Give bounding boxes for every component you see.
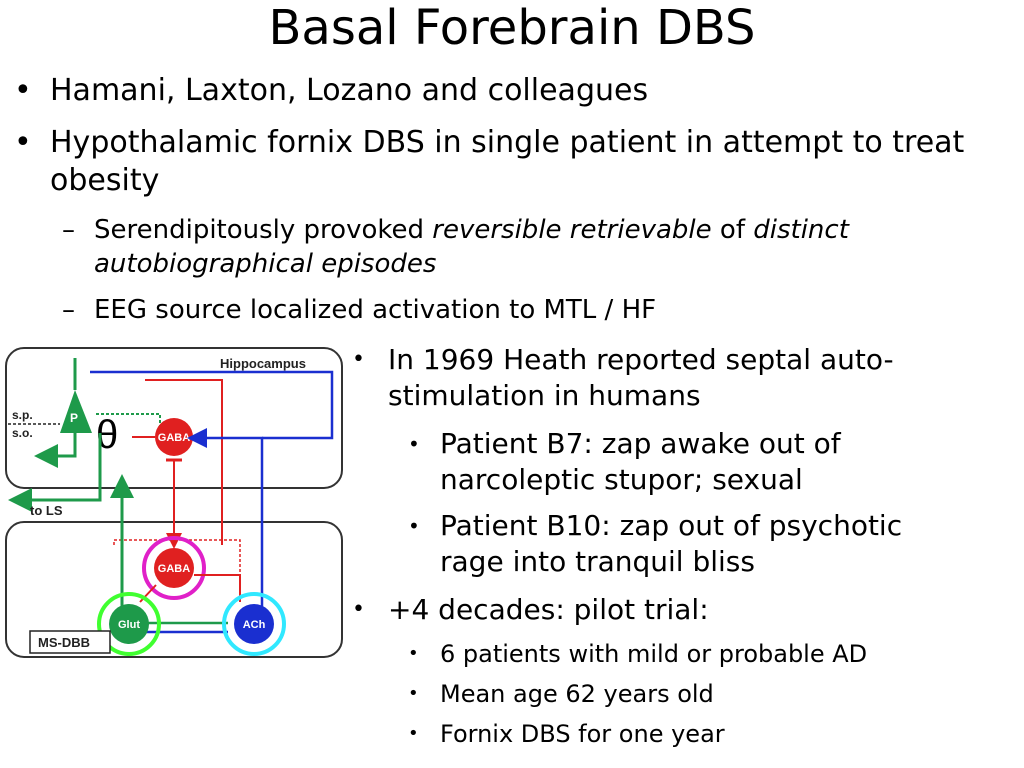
- bullet-item: • +4 decades: pilot trial:: [352, 592, 972, 628]
- output-to-ls: [8, 433, 102, 512]
- sp-label: s.p.: [12, 408, 33, 422]
- bullet-item: • Hypothalamic fornix DBS in single pati…: [14, 124, 1014, 200]
- p-label: P: [70, 411, 78, 425]
- dash-marker: –: [62, 295, 75, 325]
- glut-neuron: [109, 604, 149, 644]
- gaba-top-label: GABA: [158, 432, 190, 444]
- msdbb-label: MS-DBB: [38, 635, 90, 650]
- gaba-septal-neuron: [154, 548, 194, 588]
- ach-label: ACh: [243, 619, 266, 631]
- sub-bullet-text: 6 patients with mild or probable AD: [440, 640, 868, 668]
- sub-bullet-item: – Serendipitously provoked reversible re…: [62, 213, 1012, 281]
- bullet-dot: •: [14, 73, 32, 108]
- bullet-item: • Hamani, Laxton, Lozano and colleagues: [14, 72, 1014, 110]
- gaba-highlight-ring: [142, 536, 206, 600]
- sub-bullet-item: • Patient B7: zap awake out of narcolept…: [408, 426, 968, 498]
- gaba-hippocampal-neuron: [155, 418, 193, 456]
- emphasis-run: reversible retrievable: [432, 215, 712, 245]
- slide-title: Basal Forebrain DBS: [268, 0, 756, 56]
- bullet-dot: •: [408, 683, 419, 704]
- gaba-mid-label: GABA: [158, 563, 190, 575]
- green-dashed-link: [96, 413, 161, 426]
- hippocampus-label: Hippocampus: [220, 356, 306, 371]
- sub-bullet-item: • Mean age 62 years old: [408, 678, 988, 710]
- bullet-dot: •: [408, 432, 420, 456]
- output-hippocampus: [34, 433, 77, 468]
- bullet-dot: •: [352, 597, 365, 622]
- sub-bullet-text: Serendipitously provoked reversible retr…: [94, 213, 1012, 281]
- bullet-text: Hamani, Laxton, Lozano and colleagues: [50, 73, 649, 108]
- pyramidal-cell-icon: [60, 390, 92, 433]
- text-run: of: [711, 215, 754, 245]
- sub-bullet-text: Fornix DBS for one year: [440, 720, 725, 748]
- msdbb-label-box: [29, 630, 111, 654]
- glut-highlight-ring: [97, 592, 161, 656]
- blue-projection-top: [90, 370, 334, 440]
- bullet-dot: •: [14, 125, 32, 160]
- sub-bullet-item: • 6 patients with mild or probable AD: [408, 638, 988, 670]
- sub-bullet-text: Mean age 62 years old: [440, 680, 714, 708]
- bullet-text: Hypothalamic fornix DBS in single patien…: [50, 125, 965, 198]
- sub-bullet-text: Patient B10: zap out of psychotic rage i…: [440, 509, 903, 578]
- dash-marker: –: [62, 215, 75, 245]
- red-ascending-path: [145, 379, 223, 545]
- ach-highlight-ring: [222, 592, 286, 656]
- bullet-text: In 1969 Heath reported septal auto-stimu…: [388, 343, 894, 412]
- emphasis-run: distinct autobiographical episodes: [94, 215, 849, 279]
- ach-neuron: [234, 604, 274, 644]
- bullet-item: • In 1969 Heath reported septal auto-sti…: [352, 342, 972, 414]
- bullet-text: +4 decades: pilot trial:: [388, 593, 709, 626]
- gaba-to-ach-link: [194, 574, 241, 602]
- sub-bullet-item: • Fornix DBS for one year: [408, 718, 988, 750]
- sub-bullet-item: – EEG source localized activation to MTL…: [62, 293, 1012, 327]
- bullet-dot: •: [408, 643, 419, 664]
- so-label: s.o.: [12, 426, 33, 440]
- bullet-dot: •: [408, 723, 419, 744]
- sub-bullet-text: Patient B7: zap awake out of narcoleptic…: [440, 427, 841, 496]
- text-run: Serendipitously provoked: [94, 215, 433, 245]
- to-ls-label: to LS: [30, 503, 63, 518]
- theta-symbol: θ: [96, 413, 118, 457]
- bullet-dot: •: [408, 514, 420, 538]
- bullet-dot: •: [352, 347, 365, 372]
- sub-bullet-text: EEG source localized activation to MTL /…: [94, 295, 657, 325]
- septo-hippocampal-circuit-diagram: Hippocampus s.p. s.o. P θ to LS GABA GAB…: [5, 347, 343, 658]
- sub-bullet-item: • Patient B10: zap out of psychotic rage…: [408, 508, 968, 580]
- glut-label: Glut: [118, 619, 140, 631]
